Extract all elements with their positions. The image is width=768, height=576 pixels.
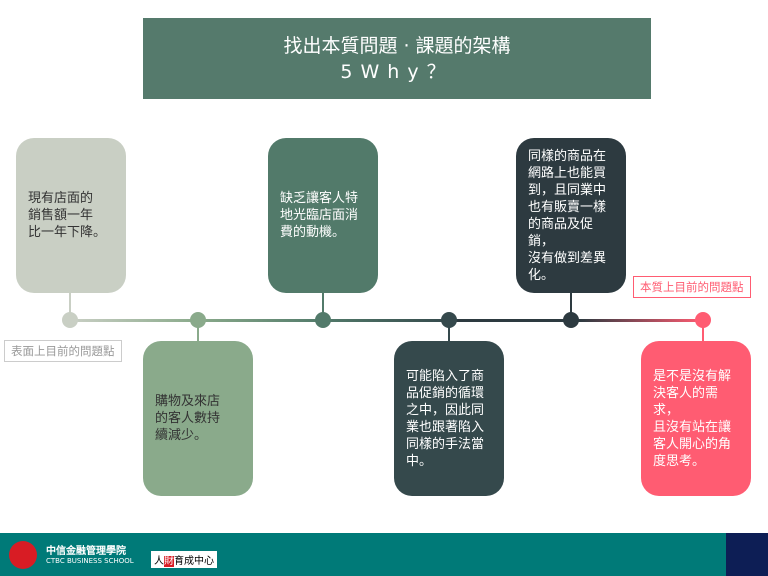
footer-bar: 中信金融管理學院 CTBC BUSINESS SCHOOL 人財育成中心 xyxy=(0,533,768,576)
stem xyxy=(702,320,704,341)
footer-accent-block xyxy=(726,533,768,576)
stem xyxy=(69,293,71,320)
hr-center-logo: 人財育成中心 xyxy=(151,551,217,568)
why-card-2: 購物及來店 的客人數持 續減少。 xyxy=(143,341,253,496)
stem xyxy=(322,293,324,320)
why-card-3: 缺乏讓客人特 地光臨店面消 費的動機。 xyxy=(268,138,378,293)
stem xyxy=(570,293,572,320)
org-name-zh: 中信金融管理學院 xyxy=(46,546,126,557)
surface-problem-label: 表面上目前的問題點 xyxy=(4,340,122,362)
stem xyxy=(197,320,199,341)
timeline-dot xyxy=(190,312,206,328)
hr-logo-text: 育成中心 xyxy=(174,556,214,567)
why-card-4: 可能陷入了商 品促銷的循環 之中，因此同 業也跟著陷入 同樣的手法當 中。 xyxy=(394,341,504,496)
timeline-dot xyxy=(695,312,711,328)
timeline-line xyxy=(580,319,703,322)
timeline-dot xyxy=(62,312,78,328)
hr-logo-text: 人 xyxy=(154,556,164,567)
org-name-en: CTBC BUSINESS SCHOOL xyxy=(46,557,134,565)
timeline-line xyxy=(70,319,450,322)
essential-problem-label: 本質上目前的問題點 xyxy=(633,276,751,298)
slide-title: 找出本質問題 · 課題的架構 5Why？ xyxy=(143,18,651,99)
timeline-line xyxy=(450,319,580,322)
timeline-dot xyxy=(563,312,579,328)
hr-logo-text: 財 xyxy=(164,556,174,567)
why-card-6: 是不是沒有解 決客人的需求， 且沒有站在讓 客人開心的角 度思考。 xyxy=(641,341,751,496)
timeline-dot xyxy=(441,312,457,328)
title-line1: 找出本質問題 · 課題的架構 xyxy=(283,35,511,57)
school-logo-icon xyxy=(9,541,37,569)
stem xyxy=(448,320,450,341)
title-line2: 5Why？ xyxy=(340,61,454,83)
timeline-dot xyxy=(315,312,331,328)
why-card-5: 同樣的商品在 網路上也能買 到，且同業中 也有販賣一樣 的商品及促銷， 沒有做到… xyxy=(516,138,626,293)
why-card-1: 現有店面的 銷售額一年 比一年下降。 xyxy=(16,138,126,293)
